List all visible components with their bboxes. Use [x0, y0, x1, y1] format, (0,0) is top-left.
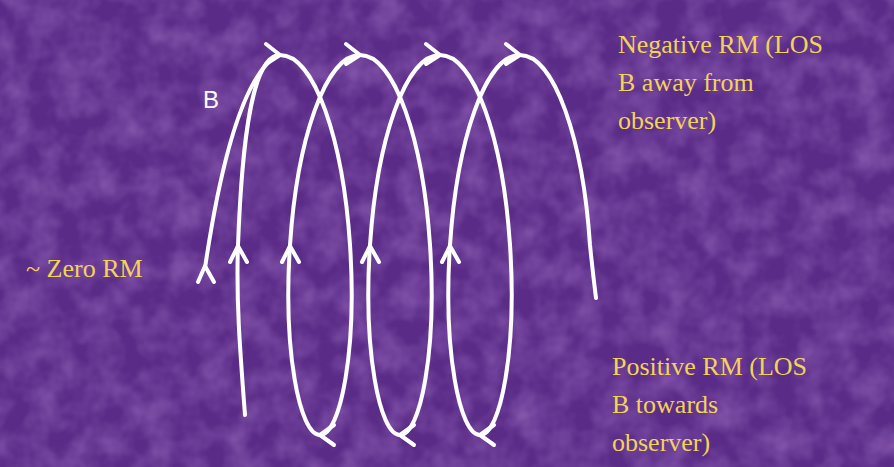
arrowhead [346, 44, 360, 64]
arrowhead [480, 425, 494, 445]
rm-annotation: Positive RM (LOS B towards observer) [612, 348, 822, 462]
arrowhead [320, 425, 334, 445]
arrowhead [426, 44, 440, 64]
rm-annotation: ~ Zero RM [26, 250, 196, 288]
arrowhead [442, 246, 459, 262]
field-line [237, 55, 596, 435]
arrowhead [266, 44, 280, 64]
arrowhead [506, 44, 520, 64]
arrowhead [362, 246, 379, 262]
arrowhead [400, 425, 414, 445]
arrowhead [230, 246, 247, 262]
arrowhead [282, 246, 299, 262]
field-symbol: B [203, 86, 243, 114]
arrowhead [198, 266, 214, 282]
rm-annotation: Negative RM (LOS B away from observer) [618, 26, 828, 140]
